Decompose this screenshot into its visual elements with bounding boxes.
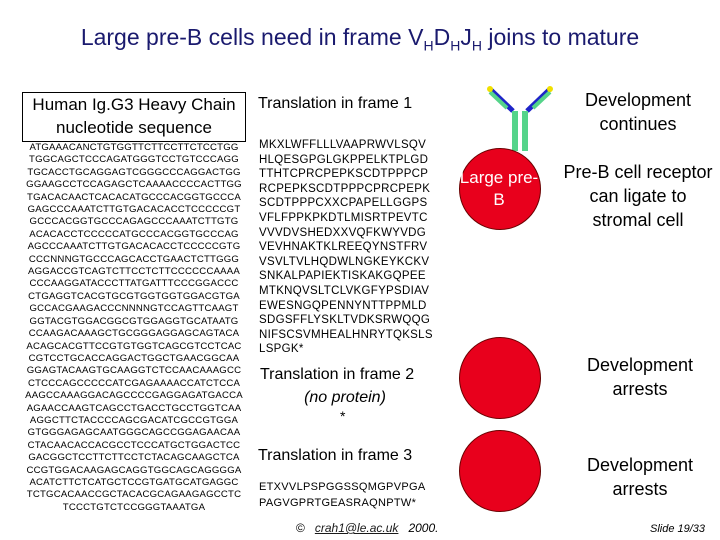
frame1-protein-sequence: MKXLWFFLLLVAAPRWVLSQV HLQESGPGLGKPPELKTPL… (259, 138, 433, 357)
receptor-arm-left (488, 87, 515, 113)
arrested-cell-frame3 (459, 430, 541, 512)
sequence-line: GGTACGTGGACGGCGTGGAGGTGCATAATG (29, 315, 239, 327)
pre-b-receptor-label: Pre-B cell receptor can ligate to stroma… (563, 162, 713, 230)
sequence-line: GACGGCTCCTTCTTCCTCTACAGCAAGCTCA (28, 452, 240, 464)
receptor-light-right (531, 90, 552, 110)
frame1-line: HLQESGPGLGKPPELKTPLGD (259, 153, 429, 166)
frame1-line: VSVLTVLHQDWLNGKEYKCKV (259, 255, 430, 268)
frame1-line: VFLFPPKPKDTLMISRTPEVTC (259, 211, 428, 224)
frame1-line: NIFSCSVMHEALHNRYTQKSLS (259, 328, 433, 341)
sequence-line: GGAAGCCTCCAGAGCTCAAAACCCCACTTGG (26, 179, 242, 191)
frame1-line: SCDTPPPCXXCPAPELLGGPS (259, 197, 428, 210)
frame2-stop: * (340, 408, 346, 424)
sequence-line: GCCCACGGTGCCCAGAGCCCAAATCTTGTG (29, 216, 239, 228)
receptor-stem-right (522, 111, 528, 151)
slide-number: Slide 19/33 (650, 523, 706, 535)
receptor-tip-left (487, 86, 493, 92)
frame1-line: TTHTCPRCPEPKSCDTPPPCP (259, 168, 429, 181)
sequence-line: ATGAAACANCTGTGGTTCTTCCTTCTCCTGG (29, 142, 239, 153)
frame3-title: Translation in frame 3 (258, 447, 413, 464)
sequence-line: GCCACGAAGACCCNNNNGTCCAGTTCAAGT (29, 303, 239, 315)
receptor-stem-left (512, 111, 518, 151)
sequence-line: CGTCCTGCACCAGGACTGGCTGAACGGCAA (28, 352, 240, 364)
sequence-line: CCGTGGACAAGAGCAGGTGGCAGCAGGGGA (26, 464, 242, 476)
receptor-arm-right (525, 87, 552, 113)
frame1-line: SDGSFFLYSKLTVDKSRWQQG (259, 314, 431, 327)
frame2-title: Translation in frame 2 (260, 366, 415, 383)
sequence-header: Human Ig.G3 Heavy Chain nucleotide seque… (22, 92, 246, 142)
sequence-line: ACATCTTCTCATGCTCCGTGATGCATGAGGC (29, 476, 239, 488)
frame1-line: VVVDVSHEDXXVQFKWYVDG (259, 226, 427, 239)
sequence-line: TGGCAGCTCCCAGATGGGTCCTGTCCCAGG (29, 154, 239, 166)
sequence-line: TGCACCTGCAGGAGTCGGGCCCAGGACTGG (27, 166, 241, 178)
large-pre-b-cell (459, 148, 541, 230)
footer: © crah1@le.ac.uk 2000. (296, 521, 438, 535)
frame1-line: VEVHNAKTKLREEQYNSTFRV (259, 241, 428, 254)
sequence-line: ACACACCTCCCCCATGCCCACGGTGCCCAG (29, 228, 239, 240)
frame1-title: Translation in frame 1 (258, 95, 413, 112)
sequence-line: AGCCCAAATCTTGTGACACACCTCCCCCGTG (27, 241, 241, 253)
frame2-subtitle: (no protein) (304, 389, 386, 406)
slide-title: Large pre-B cells need in frame VHDHJH j… (80, 24, 640, 54)
sequence-line: AGGACCGTCAGTCTTCCTCTTCCCCCCAAAA (28, 266, 240, 278)
frame3-line: PAGVGPRTGEASRAQNPTW* (259, 497, 417, 509)
receptor-light-left (488, 90, 509, 110)
sequence-line: CTACAACACCACGCCTCCCATGCTGGACTCC (27, 439, 241, 451)
sequence-line: CCCNNNGTGCCCAGCACCTGAACTCTTGGG (28, 253, 240, 265)
sequence-line: AGAACCAAGTCAGCCTGACCTGCCTGGTCAA (26, 402, 242, 414)
sequence-line: AAGCCAAAGGACAGCCCCGAGGAGATGACCA (25, 390, 243, 402)
frame1-line: LSPGK* (259, 343, 304, 356)
frame1-line: SNKALPAPIEKTISKAKGQPEE (259, 270, 426, 283)
sequence-line: GAGCCCAAATCTTGTGACACACCTCCCCCGT (27, 204, 241, 216)
sequence-line: TCCCTGTCTCCGGGTAAATGA (62, 501, 206, 513)
frame1-line: EWESNGQPENNYNTTPPMLD (259, 299, 427, 312)
frame3-protein-sequence: ETXVVLPSPGGSSQMGPVPGA PAGVGPRTGEASRAQNPTW… (259, 479, 425, 511)
sequence-line: TGACACAACTCACACATGCCCACGGTGCCCA (27, 191, 241, 203)
copyright-symbol: © (296, 521, 305, 535)
development-arrests-label-2: Development arrests (586, 455, 694, 499)
sequence-line: GTGGGAGAGCAATGGGCAGCCGGAGAACAA (27, 427, 241, 439)
frame1-line: MTKNQVSLTCLVKGFYPSDIAV (259, 284, 430, 297)
frame1-line: RCPEPKSCDTPPPCPRCPEPK (259, 182, 431, 195)
sequence-line: CCAAGACAAAGCTGCGGGAGGAGCAGTACA (28, 328, 240, 340)
frame3-line: ETXVVLPSPGGSSQMGPVPGA (259, 481, 426, 493)
footer-year: 2000. (408, 521, 439, 535)
author-email-link[interactable]: crah1@le.ac.uk (314, 521, 399, 535)
sequence-line: GGAGTACAAGTGCAAGGTCTCCAACAAAGCC (26, 365, 242, 377)
sequence-line: ACAGCACGTTCCGTGTGGTCAGCGTCCTCAC (26, 340, 242, 352)
cell-label: Large pre-B (459, 168, 539, 209)
receptor-tip-right (547, 86, 553, 92)
sequence-line: TCTGCACAACCGCTACACGCAGAAGAGCCTC (26, 489, 242, 501)
frame1-line: MKXLWFFLLLVAAPRWVLSQV (259, 139, 427, 151)
pre-b-receptor-icon (487, 86, 553, 151)
sequence-line: CCCAAGGATACCCTTATGATTTCCCGGACCC (29, 278, 239, 290)
arrested-cell-frame2 (459, 337, 541, 419)
sequence-line: AGGCTTCTACCCCAGCGACATCGCCGTGGA (29, 414, 239, 426)
sequence-line: CTCCCAGCCCCCATCGAGAAAACCATCTCCA (27, 377, 241, 389)
development-continues-label: Development continues (584, 90, 692, 134)
development-arrests-label-1: Development arrests (586, 355, 694, 399)
sequence-line: CTGAGGTCACGTGCGTGGTGGTGGACGTGA (28, 290, 240, 302)
